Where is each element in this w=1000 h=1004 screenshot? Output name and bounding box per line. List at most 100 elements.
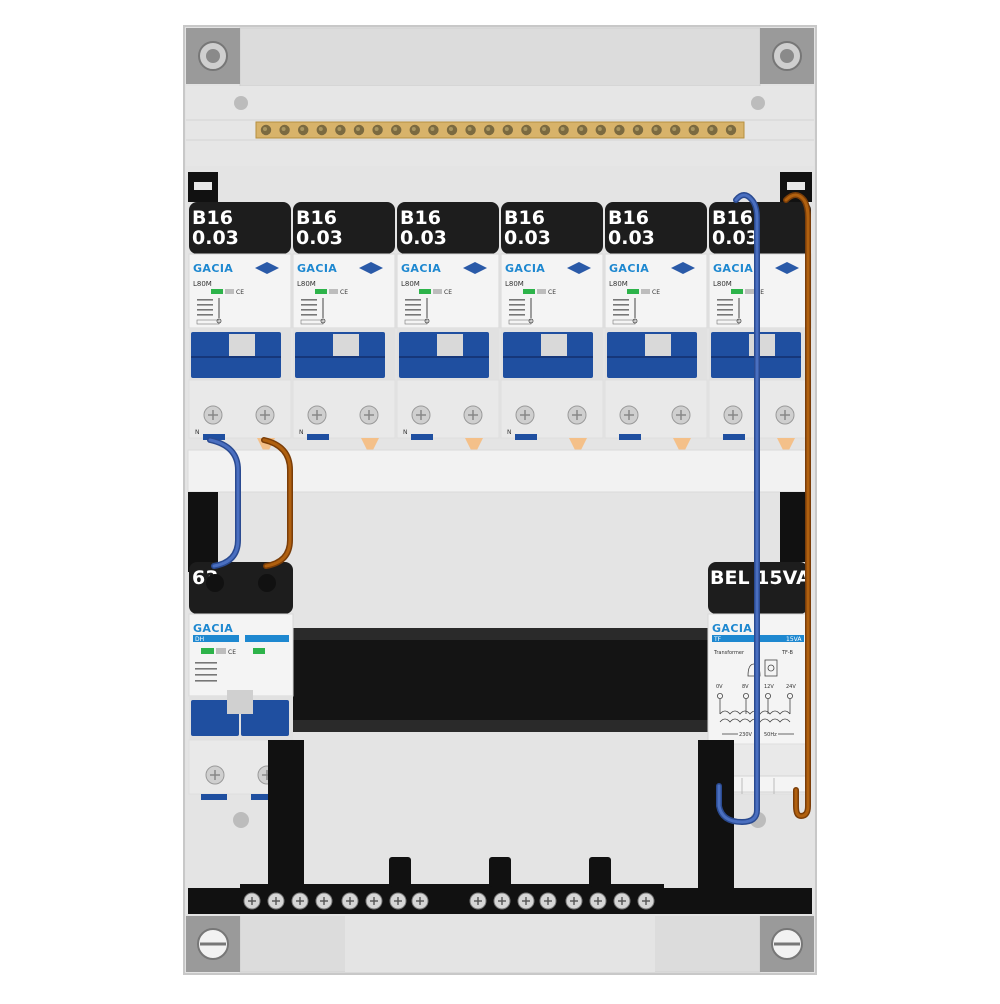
transformer-brand: GACIA (712, 622, 752, 635)
spec-line (197, 304, 213, 306)
rcbo-rating: B16 (608, 207, 649, 229)
rcbo-terminals (396, 379, 500, 439)
rcbo-rating: B16 (504, 207, 545, 229)
wire-neutral-to-main-core (208, 438, 240, 568)
status-indicator (211, 289, 223, 294)
ce-mark-icon: CE (236, 289, 244, 296)
busbar-screw-highlight (728, 127, 732, 131)
busbar-screw-highlight (542, 127, 546, 131)
corner-screw-bottom-left (186, 916, 240, 972)
neutral-connector (307, 434, 329, 440)
live-connector (569, 438, 587, 450)
transformer-tap-label: 12V (764, 684, 774, 690)
din-rail (292, 628, 708, 732)
rcbo-sensitivity: 0.03 (504, 227, 551, 249)
rcbo-toggle-left[interactable] (607, 332, 653, 378)
live-connector (251, 794, 277, 800)
cap-hole (206, 574, 224, 592)
rcbo-toggle-left[interactable] (191, 332, 237, 378)
test-symbol-icon (320, 318, 326, 324)
neutral-connector (515, 434, 537, 440)
spec-box (612, 319, 636, 325)
busbar-screw-highlight (300, 127, 305, 131)
live-connector (777, 438, 795, 450)
spec-line (195, 662, 217, 664)
test-symbol-icon (216, 318, 222, 324)
rcbo-terminals (500, 379, 604, 439)
test-symbol-icon (632, 318, 638, 324)
toggle-shadow (191, 356, 281, 358)
busbar-screw-highlight (690, 127, 695, 131)
wire-transformer-live-core (784, 193, 810, 818)
rcbo-toggle-left[interactable] (399, 332, 445, 378)
terminal-post (489, 857, 511, 887)
spec-line (509, 309, 525, 311)
live-connector (361, 438, 379, 450)
neutral-connector (411, 434, 433, 440)
brand-logo-icon (255, 262, 279, 274)
rcbo-sensitivity: 0.03 (608, 227, 655, 249)
spec-line (613, 299, 629, 301)
transformer-tap-label: 0V (716, 684, 723, 690)
transformer-symbol-icon (767, 664, 775, 672)
spec-box (300, 319, 324, 325)
rcbo-toggle-left[interactable] (503, 332, 549, 378)
approval-mark-icon (225, 289, 234, 294)
neutral-connector (619, 434, 641, 440)
transformer-tap-icon (743, 693, 750, 700)
cap-hole (258, 574, 276, 592)
rcbo-brand: GACIA (401, 262, 441, 275)
rcbo-brand: GACIA (193, 262, 233, 275)
main-switch-brand: GACIA (193, 622, 233, 635)
toggle-shadow (399, 356, 489, 358)
rcbo-toggle-gap (749, 334, 775, 356)
rcbo-model: L80M (193, 280, 212, 288)
spec-box (716, 319, 740, 325)
spec-line (197, 309, 213, 311)
spec-line (405, 314, 421, 316)
rcbo-toggle-left[interactable] (295, 332, 341, 378)
approval-mark-icon (216, 648, 226, 654)
busbar-screw-highlight (356, 127, 360, 131)
spec-line (195, 668, 217, 670)
rcbo-model: L80M (401, 280, 420, 288)
toggle-shadow (503, 356, 593, 358)
rail-end-left (188, 172, 218, 202)
rcbo-toggle-gap (645, 334, 671, 356)
brand-logo-icon (463, 262, 487, 274)
neutral-connector (201, 794, 227, 800)
transformer-symbol-icon (764, 659, 778, 677)
spec-line (613, 304, 629, 306)
rcbo-toggle-left[interactable] (711, 332, 757, 378)
terminal-n-label: N (403, 429, 408, 436)
spec-box (404, 319, 428, 325)
brand-logo-icon (671, 262, 695, 274)
rcbo-brand: GACIA (609, 262, 649, 275)
status-indicator (419, 289, 431, 294)
rcbo-toggle-gap (229, 334, 255, 356)
rcbo-sensitivity: 0.03 (400, 227, 447, 249)
ce-mark-icon: CE (228, 649, 236, 656)
model-strip (245, 635, 289, 642)
neutral-connector (203, 434, 225, 440)
busbar-screw-highlight (263, 127, 267, 131)
transformer-tap-icon (717, 693, 724, 700)
transformer-tap-icon (787, 693, 794, 700)
busbar-screw-highlight (318, 127, 323, 131)
rcbo-rating: B16 (400, 207, 441, 229)
rcbo-model: L80M (505, 280, 524, 288)
busbar-screw-highlight (672, 127, 677, 131)
rcbo-rating: B16 (192, 207, 233, 229)
toggle-shadow (607, 356, 697, 358)
spec-box (508, 319, 532, 325)
busbar-screw-highlight (281, 127, 286, 131)
corner-screw-top-left (186, 28, 240, 84)
test-symbol-icon (528, 318, 534, 324)
plate-screw (234, 96, 248, 110)
